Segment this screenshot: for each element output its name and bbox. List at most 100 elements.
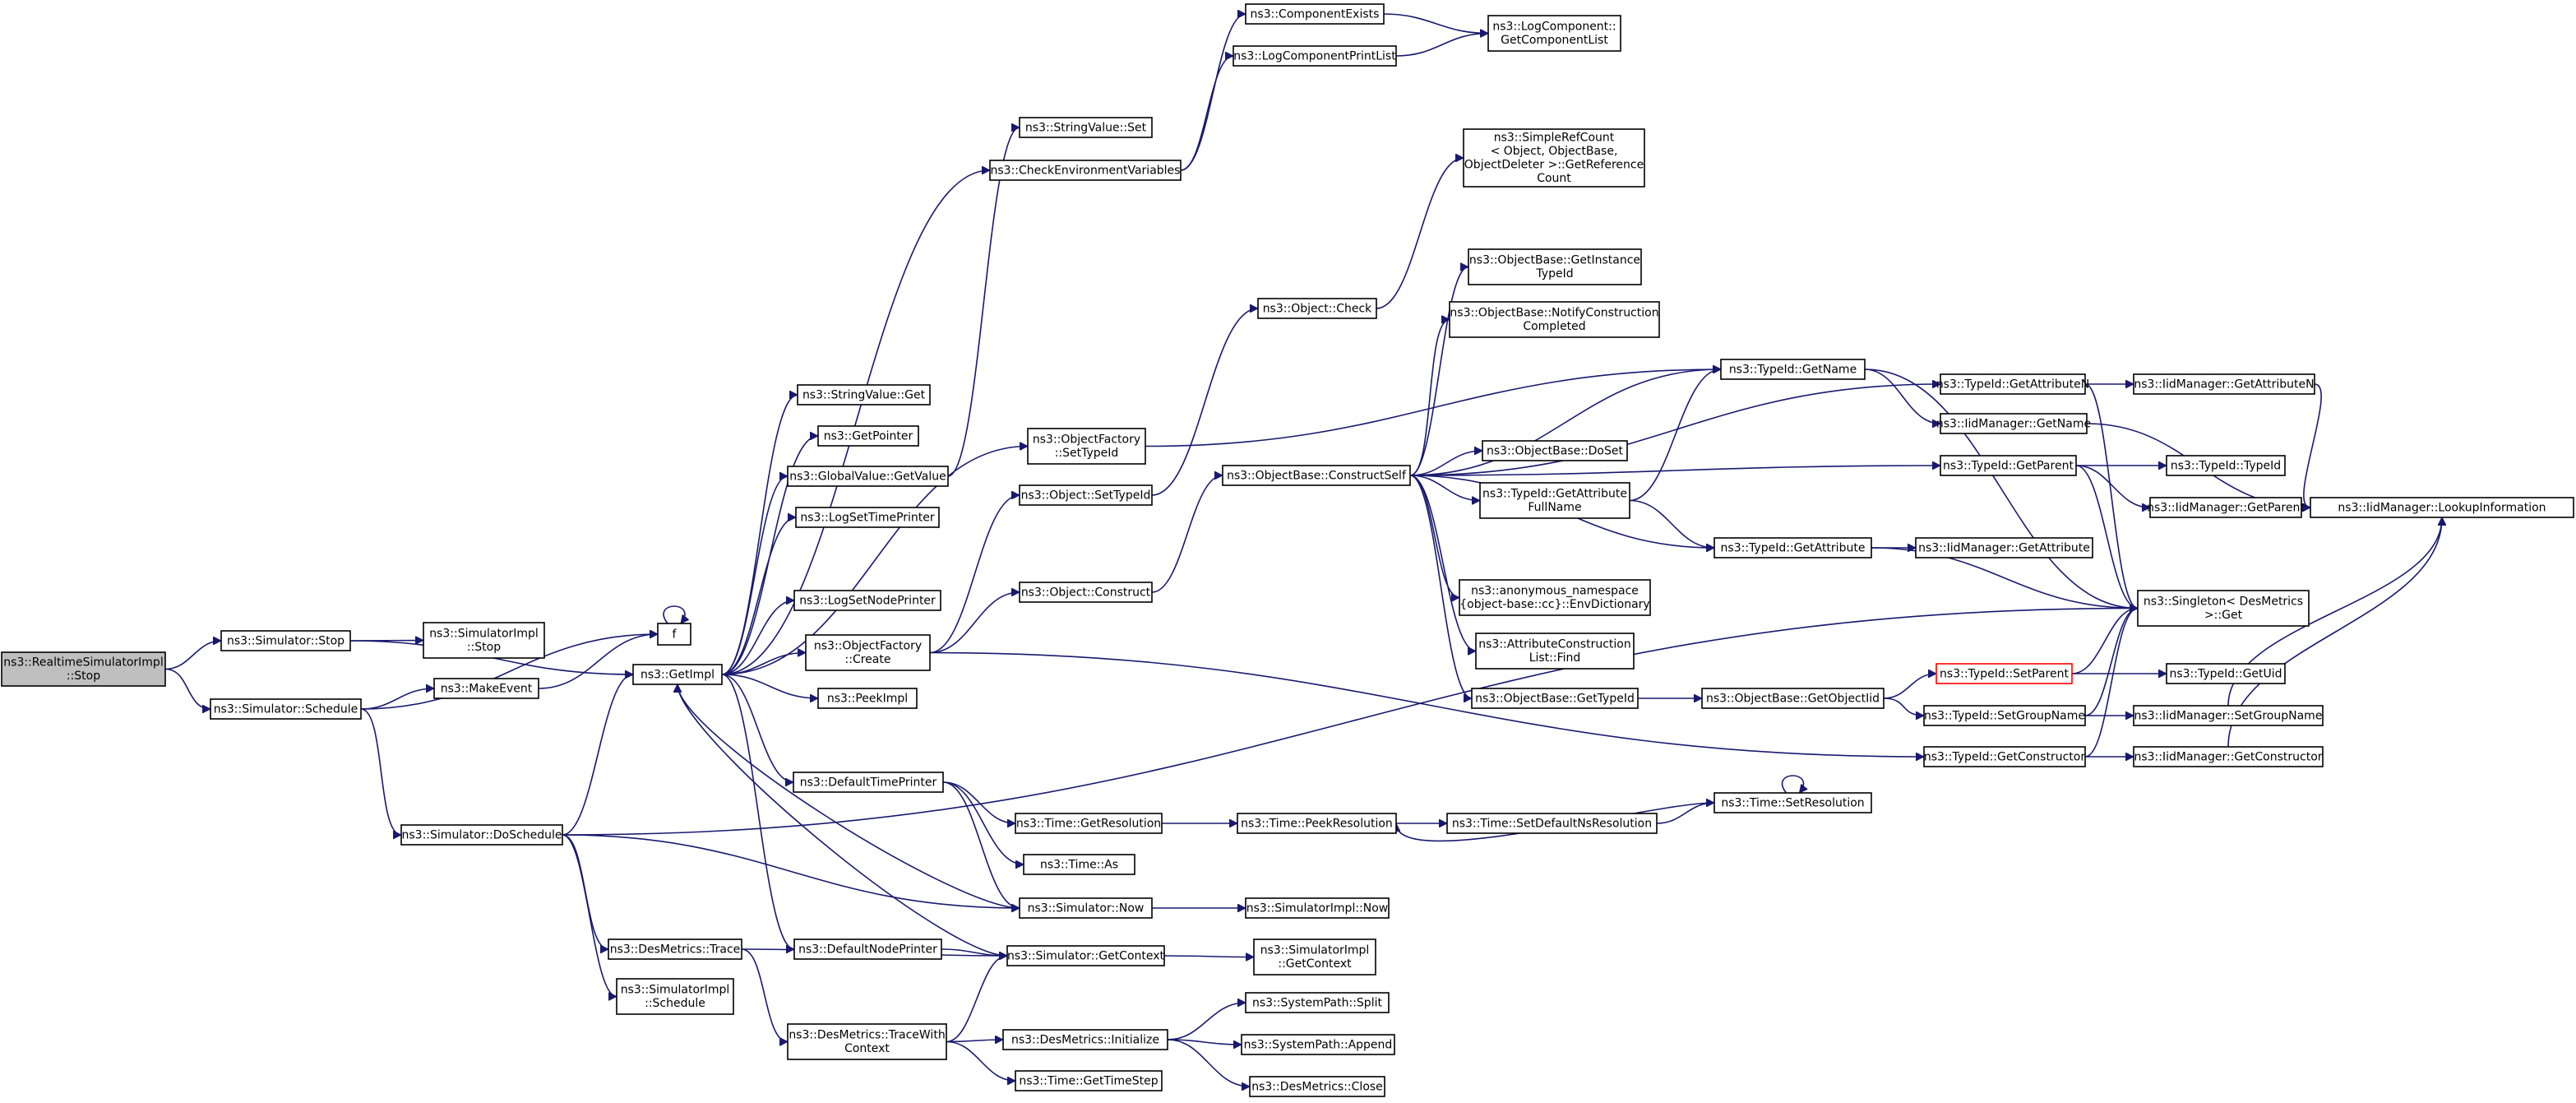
node-logcomplist[interactable]: ns3::LogComponent::GetComponentList <box>1487 15 1621 52</box>
node-box <box>793 590 941 611</box>
node-simstop[interactable]: ns3::Simulator::Stop <box>220 630 351 651</box>
node-simimplnow[interactable]: ns3::SimulatorImpl::Now <box>1245 897 1390 919</box>
node-iidgetparent[interactable]: ns3::IidManager::GetParent <box>2147 497 2305 518</box>
node-box <box>797 384 931 406</box>
node-label: ns3::Time::As <box>1040 858 1118 871</box>
node-box <box>616 978 734 1015</box>
node-label: ns3::LogComponentPrintList <box>1233 49 1396 63</box>
node-notify[interactable]: ns3::ObjectBase::NotifyConstructionCompl… <box>1449 301 1660 338</box>
node-iidgetattrn[interactable]: ns3::IidManager::GetAttributeN <box>2133 373 2315 395</box>
node-box <box>1449 301 1660 338</box>
node-iidgetctor[interactable]: ns3::IidManager::GetConstructor <box>2133 746 2324 767</box>
node-timestep[interactable]: ns3::Time::GetTimeStep <box>1015 1070 1163 1091</box>
node-doset[interactable]: ns3::ObjectBase::DoSet <box>1482 440 1628 461</box>
node-box <box>2149 497 2302 518</box>
edge-getimpl-to-defnode <box>721 674 795 949</box>
node-f[interactable]: f <box>657 623 691 646</box>
node-objconstruct[interactable]: ns3::Object::Construct <box>1019 582 1153 603</box>
node-getimpl[interactable]: ns3::GetImpl <box>632 664 723 685</box>
node-dminit[interactable]: ns3::DesMetrics::Initialize <box>1002 1029 1168 1050</box>
node-compexists[interactable]: ns3::ComponentExists <box>1245 3 1385 25</box>
edge-simnow-to-getimpl <box>678 684 1020 909</box>
node-label: ns3::Simulator::DoSchedule <box>402 828 562 841</box>
edge-tracewith-to-timestep <box>946 1040 1015 1082</box>
node-label: ns3::ObjectFactory <box>814 640 922 653</box>
node-simplerefcount[interactable]: ns3::SimpleRefCount< Object, ObjectBase,… <box>1463 128 1645 188</box>
node-dmtrace[interactable]: ns3::DesMetrics::Trace <box>608 938 742 960</box>
node-svset[interactable]: ns3::StringValue::Set <box>1019 117 1153 138</box>
node-defnode[interactable]: ns3::DefaultNodePrinter <box>793 938 942 960</box>
node-label: Completed <box>1523 320 1585 333</box>
node-append[interactable]: ns3::SystemPath::Append <box>1241 1034 1395 1055</box>
node-tidsetgroup[interactable]: ns3::TypeId::SetGroupName <box>1923 705 2086 726</box>
node-tidsetparent[interactable]: ns3::TypeId::SetParent <box>1935 663 2073 684</box>
node-logcompprint[interactable]: ns3::LogComponentPrintList <box>1233 45 1397 67</box>
edge-tidparent-to-singleton <box>2075 465 2139 609</box>
node-simimplctx[interactable]: ns3::SimulatorImpl::GetContext <box>1253 938 1376 976</box>
node-obgetobj[interactable]: ns3::ObjectBase::GetObjectIid <box>1701 688 1885 709</box>
node-gvget[interactable]: ns3::GlobalValue::GetValue <box>787 466 949 487</box>
node-simnow[interactable]: ns3::Simulator::Now <box>1019 897 1153 919</box>
node-tidgetctor[interactable]: ns3::TypeId::GetConstructor <box>1923 746 2086 767</box>
edge-deftime-to-timeas <box>942 781 1024 864</box>
node-label: ns3::ObjectBase::GetObjectIid <box>1706 692 1880 705</box>
node-svget[interactable]: ns3::StringValue::Get <box>797 384 931 406</box>
node-timeas[interactable]: ns3::Time::As <box>1023 854 1135 875</box>
node-deftime[interactable]: ns3::DefaultTimePrinter <box>793 772 944 793</box>
node-box <box>1019 582 1153 603</box>
node-iidsetgroup[interactable]: ns3::IidManager::SetGroupName <box>2133 705 2324 726</box>
node-dosched[interactable]: ns3::Simulator::DoSchedule <box>400 824 563 846</box>
node-obgettype[interactable]: ns3::ObjectBase::GetTypeId <box>1471 688 1639 709</box>
node-makeevent[interactable]: ns3::MakeEvent <box>433 678 539 699</box>
node-logtime[interactable]: ns3::LogSetTimePrinter <box>795 507 940 528</box>
node-simimplsched[interactable]: ns3::SimulatorImpl::Schedule <box>616 978 734 1015</box>
edge-getimpl-to-peekimpl <box>721 674 818 698</box>
node-box <box>608 938 742 960</box>
node-label: ns3::ObjectBase::GetTypeId <box>1475 692 1635 705</box>
node-iidgetname[interactable]: ns3::IidManager::GetName <box>1936 413 2091 434</box>
node-getptr[interactable]: ns3::GetPointer <box>817 425 919 447</box>
node-label: ns3::DefaultTimePrinter <box>800 776 937 789</box>
node-label: TypeId <box>1535 267 1573 280</box>
node-peekimpl[interactable]: ns3::PeekImpl <box>817 688 918 709</box>
node-tidgetattr[interactable]: ns3::TypeId::GetAttribute <box>1713 537 1872 558</box>
node-simsched[interactable]: ns3::Simulator::Schedule <box>210 698 362 720</box>
node-label: Context <box>844 1042 890 1055</box>
node-objcheck[interactable]: ns3::Object::Check <box>1257 298 1377 319</box>
node-construct[interactable]: ns3::ObjectBase::ConstructSelf <box>1222 465 1411 486</box>
node-tidgetuid[interactable]: ns3::TypeId::GetUid <box>2166 663 2286 684</box>
node-label: ns3::Time::PeekResolution <box>1241 817 1393 830</box>
node-ofsettype[interactable]: ns3::ObjectFactory::SetTypeId <box>1027 428 1146 465</box>
node-simctx[interactable]: ns3::Simulator::GetContext <box>1006 945 1165 966</box>
node-tidparent[interactable]: ns3::TypeId::GetParent <box>1940 455 2077 476</box>
node-setdefres[interactable]: ns3::Time::SetDefaultNsResolution <box>1446 813 1658 834</box>
edge-ofcreate-to-objconstruct <box>929 592 1020 654</box>
node-getres[interactable]: ns3::Time::GetResolution <box>1015 813 1163 834</box>
node-singleton[interactable]: ns3::Singleton< DesMetrics>::Get <box>2137 590 2310 627</box>
node-objsettype[interactable]: ns3::Object::SetTypeId <box>1019 484 1153 506</box>
node-tidtypeid[interactable]: ns3::TypeId::TypeId <box>2166 455 2286 476</box>
node-iidgetattr[interactable]: ns3::IidManager::GetAttribute <box>1915 537 2093 558</box>
node-checkenv[interactable]: ns3::CheckEnvironmentVariables <box>989 160 1182 181</box>
node-tidattrn[interactable]: ns3::TypeId::GetAttributeN <box>1936 373 2089 395</box>
edge-construct-to-obgettype <box>1409 475 1473 698</box>
node-peekres[interactable]: ns3::Time::PeekResolution <box>1237 813 1397 834</box>
edge-defnode-to-simctx <box>941 948 1007 956</box>
node-ofcreate[interactable]: ns3::ObjectFactory::Create <box>805 634 931 671</box>
node-label: >::Get <box>2204 609 2243 622</box>
node-tidgetname[interactable]: ns3::TypeId::GetName <box>1720 359 1866 380</box>
node-setres[interactable]: ns3::Time::SetResolution <box>1713 792 1872 813</box>
node-split[interactable]: ns3::SystemPath::Split <box>1245 992 1390 1013</box>
node-rtstop[interactable]: ns3::RealtimeSimulatorImpl::Stop <box>1 651 166 687</box>
node-anon[interactable]: ns3::anonymous_namespace{object-base::cc… <box>1459 579 1651 616</box>
node-lognode[interactable]: ns3::LogSetNodePrinter <box>793 590 941 611</box>
node-simimplstop[interactable]: ns3::SimulatorImpl::Stop <box>423 622 545 659</box>
node-label: ns3::anonymous_namespace <box>1471 585 1639 598</box>
node-dmclose[interactable]: ns3::DesMetrics::Close <box>1249 1076 1385 1097</box>
edge-objconstruct-to-construct <box>1151 475 1223 593</box>
node-lookup[interactable]: ns3::IidManager::LookupInformation <box>2310 497 2574 518</box>
